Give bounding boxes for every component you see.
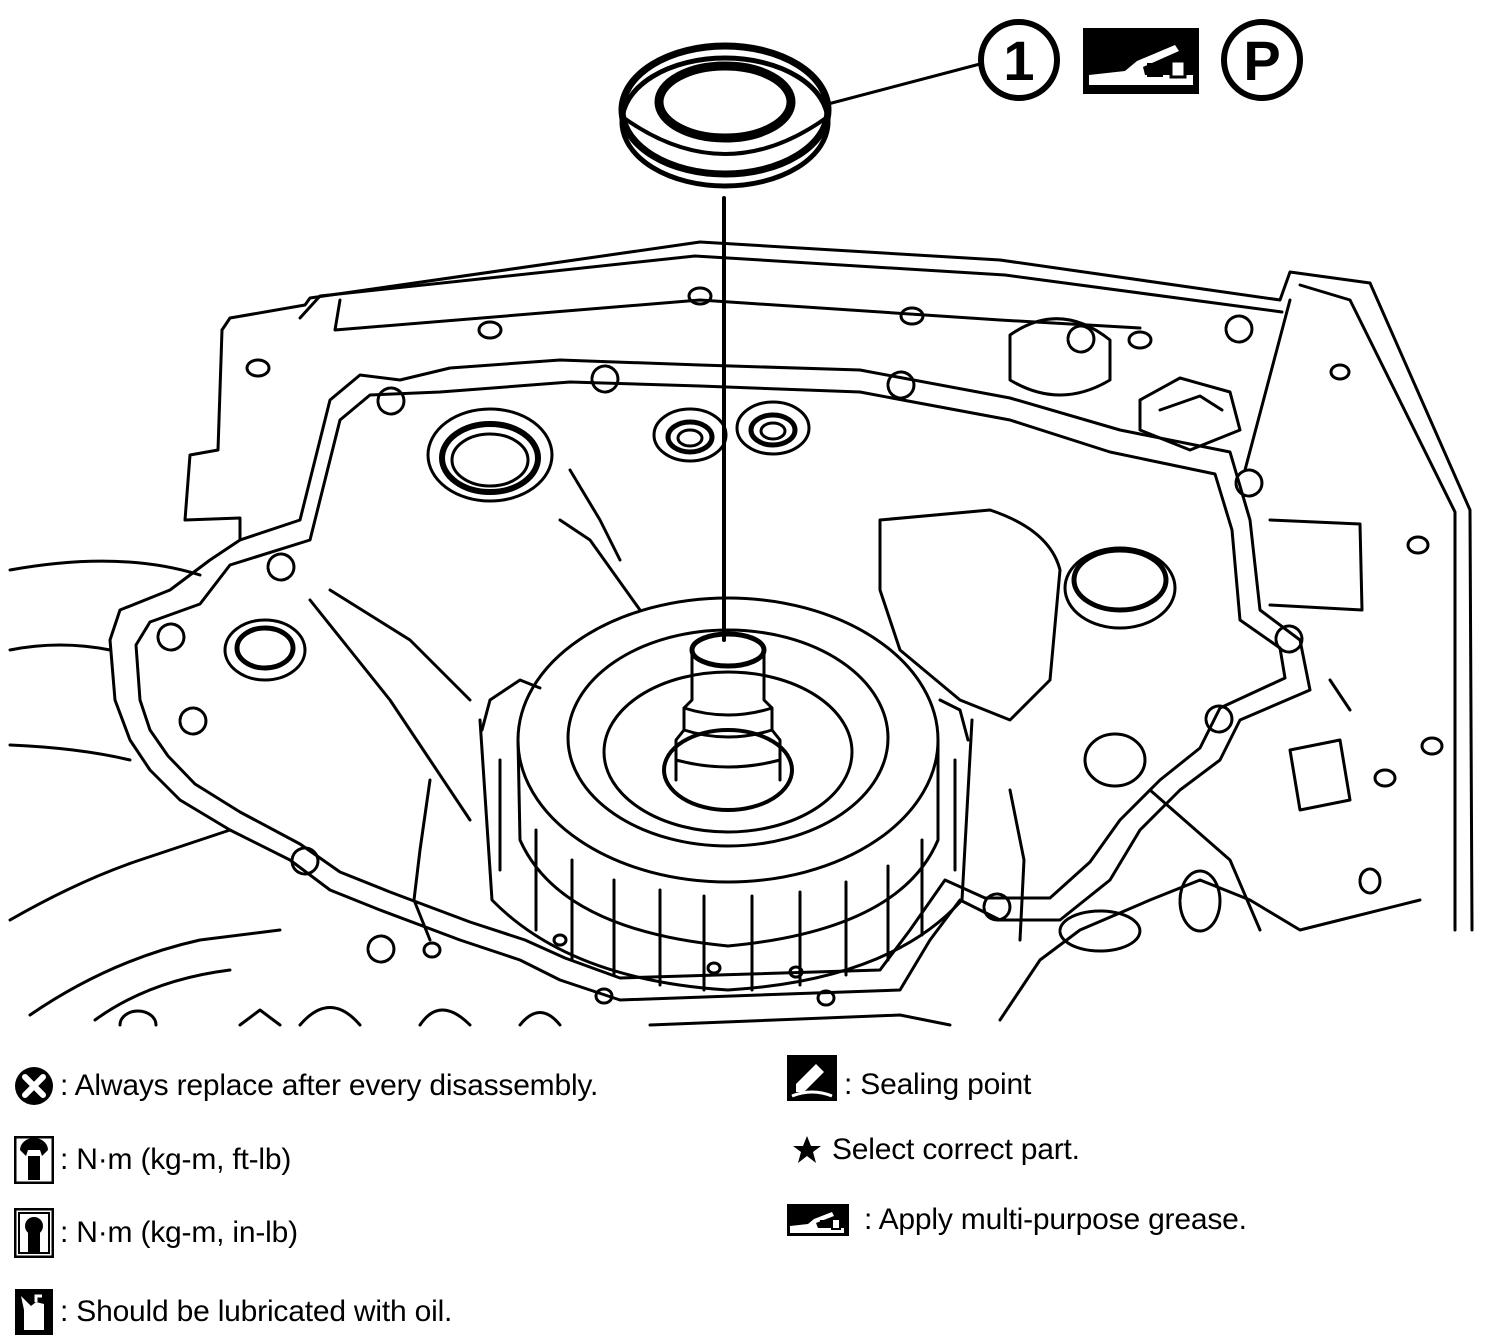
torque-wrench-icon: [14, 1136, 54, 1184]
legend-torque-inlb-text: : N·m (kg-m, in-lb): [60, 1216, 298, 1249]
callout-number: 1: [1003, 29, 1034, 92]
torque-wrench-small-icon: [14, 1208, 54, 1258]
legend-torque-inlb: : N·m (kg-m, in-lb): [14, 1208, 298, 1258]
callout-cluster: 1 P: [978, 19, 1303, 101]
legend-replace-text: : Always replace after every disassembly…: [60, 1069, 599, 1102]
legend-oil: : Should be lubricated with oil.: [14, 1288, 452, 1336]
parking-mark: P: [1243, 29, 1280, 92]
legend-oil-text: : Should be lubricated with oil.: [60, 1295, 453, 1328]
legend-select-text: Select correct part.: [832, 1133, 1080, 1166]
parking-p-icon: [1221, 19, 1303, 101]
oil-seal-part: [618, 42, 832, 189]
transaxle-case: [8, 240, 1474, 1027]
replace-x-icon: [15, 1067, 53, 1105]
callout-leader-line: [826, 62, 982, 106]
legend-replace: : Always replace after every disassembly…: [14, 1066, 598, 1106]
grease-gun-small-icon: [787, 1204, 849, 1236]
sealant-icon: [787, 1055, 837, 1101]
callout-circle: [978, 19, 1060, 101]
legend-sealant-text: : Sealing point: [844, 1068, 1032, 1101]
legend-grease: : Apply multi-purpose grease.: [786, 1200, 1247, 1240]
legend-grease-text: : Apply multi-purpose grease.: [864, 1203, 1247, 1236]
oil-can-icon: [15, 1289, 53, 1335]
star-icon: [793, 1136, 821, 1163]
legend-select: Select correct part.: [792, 1130, 1080, 1170]
legend-torque-ftlb-text: : N·m (kg-m, ft-lb): [60, 1143, 292, 1176]
transaxle-illustration: [8, 42, 1474, 1027]
legend-sealant: : Sealing point: [786, 1052, 1031, 1102]
grease-gun-icon: [1083, 28, 1199, 94]
clutch-drum: [412, 596, 1026, 992]
legend-torque-ftlb: : N·m (kg-m, ft-lb): [14, 1136, 291, 1184]
